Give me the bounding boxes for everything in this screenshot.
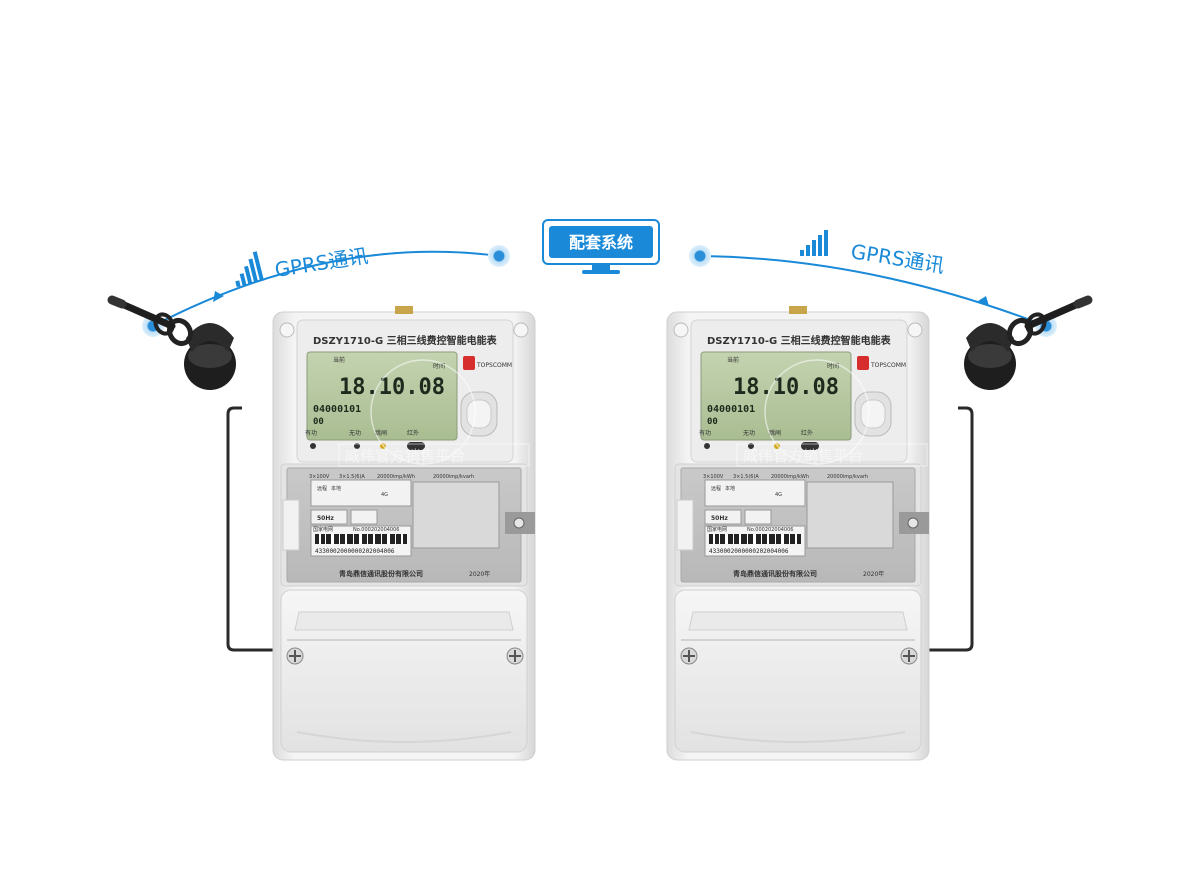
frequency-label: 50Hz — [711, 515, 728, 522]
grid-label: 国家电网 — [707, 526, 727, 533]
arrow-right-icon — [978, 296, 989, 306]
endpoint-dot — [689, 245, 711, 267]
year-label: 2020年 — [863, 570, 884, 578]
mode-left: 远程 — [711, 485, 721, 492]
gprs-label-right: GPRS通讯 — [849, 239, 946, 277]
lcd-code: 04000101 — [707, 404, 755, 415]
endpoint-dot — [488, 245, 510, 267]
frequency-label: 50Hz — [317, 515, 334, 522]
year-label: 2020年 — [469, 570, 490, 578]
arrow-left-icon — [213, 291, 224, 302]
watermark: 威伟官方销售平台 — [736, 359, 928, 467]
spec-voltage: 3×100V — [309, 474, 330, 480]
spec-current: 3×1.5(6)A — [733, 474, 759, 480]
meter-right: DSZY1710-G 三相三线费控智能电能表 TOPSCOMM 当前 时间 18… — [666, 305, 930, 761]
spec-const2: 20000imp/kvarh — [827, 474, 868, 480]
network-label: 4G — [775, 492, 782, 498]
lcd-tag-left: 当前 — [727, 356, 739, 364]
indicator-label: 跳闸 — [769, 429, 781, 437]
spec-const2: 20000imp/kvarh — [433, 474, 474, 480]
spec-const1: 20000imp/kWh — [771, 474, 809, 480]
lcd-reading: 18.10.08 — [733, 375, 839, 400]
mode-right: 本地 — [725, 485, 735, 492]
indicator-label: 有功 — [305, 429, 317, 437]
meter-model: DSZY1710-G 三相三线费控智能电能表 — [707, 334, 892, 347]
lcd-reading: 18.10.08 — [339, 375, 445, 400]
grid-label: 国家电网 — [313, 526, 333, 533]
barcode — [315, 534, 407, 544]
manufacturer-label: 青岛鼎信通讯股份有限公司 — [339, 569, 423, 578]
signal-bars-icon — [235, 251, 264, 288]
watermark-text: 威伟官方销售平台 — [345, 447, 465, 465]
gprs-link-left-arc — [152, 250, 500, 327]
mode-left: 远程 — [317, 485, 327, 492]
brand-label: TOPSCOMM — [870, 362, 906, 369]
system-monitor-badge[interactable]: 配套系统 — [542, 219, 660, 274]
lcd-sub: 00 — [707, 417, 718, 427]
lcd-sub: 00 — [313, 417, 324, 427]
indicator-label: 红外 — [407, 429, 419, 437]
indicator-label: 无功 — [349, 429, 361, 437]
brand-label: TOPSCOMM — [476, 362, 512, 369]
network-label: 4G — [381, 492, 388, 498]
mode-right: 本地 — [331, 485, 341, 492]
serial-label: No.000202004006 — [353, 527, 399, 533]
lcd-code: 04000101 — [313, 404, 361, 415]
spec-current: 3×1.5(6)A — [339, 474, 365, 480]
meter-left: DSZY1710-G 三相三线费控智能电能表 TOPSCOMM 当前 时间 18… — [272, 305, 536, 761]
antenna-right — [912, 300, 1088, 650]
indicator-label: 跳闸 — [375, 429, 387, 437]
barcode — [709, 534, 801, 544]
spec-const1: 20000imp/kWh — [377, 474, 415, 480]
barcode-number: 4330002000000202004006 — [315, 548, 395, 555]
signal-bars-icon — [800, 230, 828, 256]
antenna-left — [112, 300, 288, 650]
gprs-link-right-arc — [699, 255, 1047, 327]
manufacturer-label: 青岛鼎信通讯股份有限公司 — [733, 569, 817, 578]
gprs-label-left: GPRS通讯 — [273, 244, 370, 282]
indicator-label: 无功 — [743, 429, 755, 437]
system-label: 配套系统 — [569, 233, 633, 252]
barcode-number: 4330002000000202004006 — [709, 548, 789, 555]
lcd-tag-right: 时间 — [827, 362, 839, 370]
watermark: 威伟官方销售平台 — [338, 359, 530, 467]
lcd-tag-right: 时间 — [433, 362, 445, 370]
indicator-label: 有功 — [699, 429, 711, 437]
indicator-label: 红外 — [801, 429, 813, 437]
watermark-text: 威伟官方销售平台 — [743, 447, 863, 465]
lcd-tag-left: 当前 — [333, 356, 345, 364]
meter-model: DSZY1710-G 三相三线费控智能电能表 — [313, 334, 498, 347]
serial-label: No.000202004006 — [747, 527, 793, 533]
spec-voltage: 3×100V — [703, 474, 724, 480]
